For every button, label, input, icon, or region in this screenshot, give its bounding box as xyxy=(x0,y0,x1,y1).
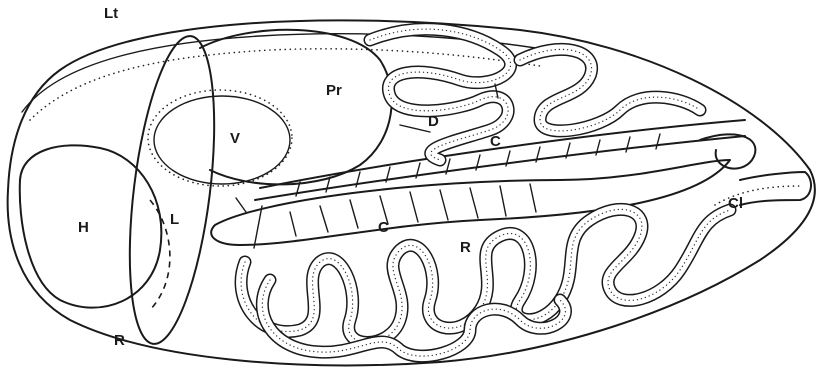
lower-convoluted-tubule xyxy=(241,209,730,342)
label-v: V xyxy=(230,130,240,147)
c-lower-body xyxy=(211,160,730,245)
h-organ xyxy=(20,145,162,307)
upper-right-coil xyxy=(520,49,700,130)
connector-line-1 xyxy=(236,198,262,248)
label-c-upper: C xyxy=(490,133,501,150)
l-plate-ellipse xyxy=(115,32,228,349)
label-h: H xyxy=(78,219,89,236)
label-r-lower: R xyxy=(114,332,125,349)
c-lower-hatching xyxy=(290,184,536,236)
label-c-lower: C xyxy=(378,219,389,236)
c-tube-hatching xyxy=(296,134,660,196)
label-r-middle: R xyxy=(460,239,471,256)
cl-duct-outer xyxy=(740,172,811,205)
label-pr: Pr xyxy=(326,82,342,99)
v-organ xyxy=(154,96,290,184)
label-d: D xyxy=(428,113,439,130)
label-cl: Cl xyxy=(728,195,743,212)
label-l: L xyxy=(170,211,179,228)
label-lt: Lt xyxy=(104,5,118,22)
